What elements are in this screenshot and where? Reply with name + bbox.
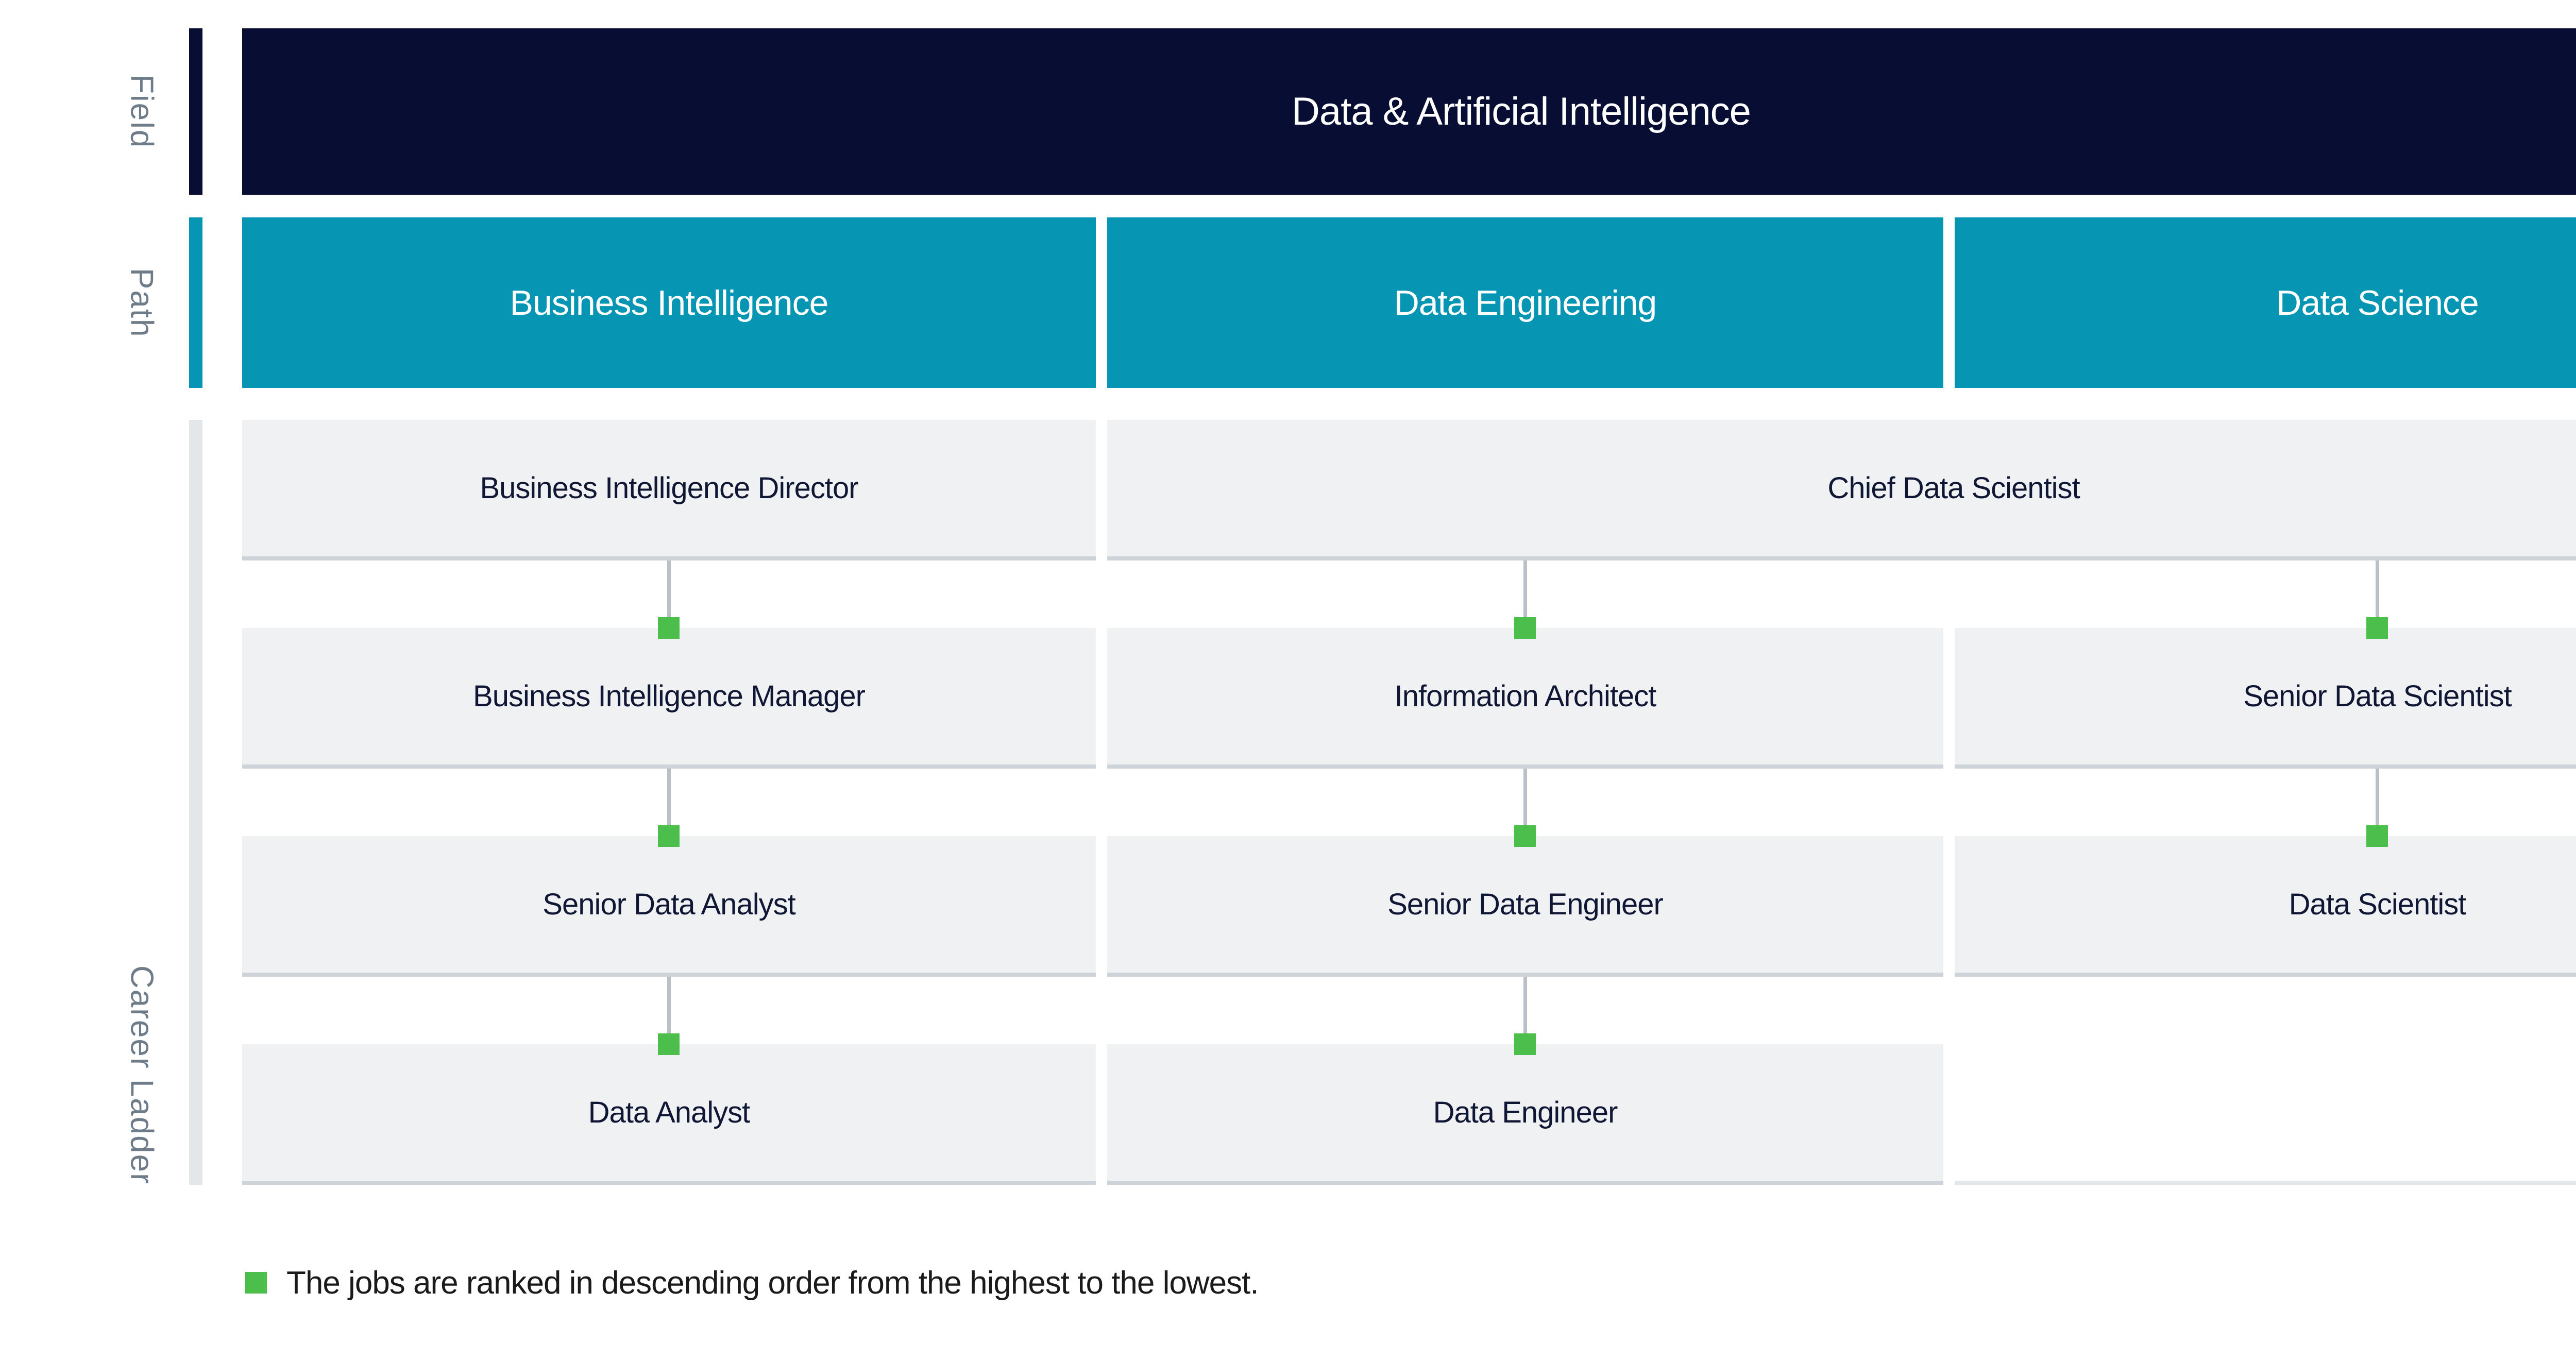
ladder-cell-data-scientist: Data Scientist (1955, 836, 2576, 977)
rank-marker (1514, 1033, 1536, 1055)
field-section-label: Field (124, 74, 160, 149)
path-section-bar (189, 217, 202, 388)
path-box-data-engineering: Data Engineering (1107, 217, 1943, 388)
connector-line (667, 560, 671, 617)
job-title: Senior Data Scientist (2243, 679, 2512, 713)
ladder-cell-chief-data-scientist: Chief Data Scientist (1107, 420, 2576, 560)
legend-text: The jobs are ranked in descending order … (286, 1265, 1259, 1301)
rank-marker (1514, 617, 1536, 639)
connector-line (2376, 560, 2379, 617)
path-section-label-wrap: Path (98, 217, 185, 388)
ladder-cell-data-engineer: Data Engineer (1107, 1044, 1943, 1185)
ladder-section-bar (189, 420, 202, 1185)
rank-marker (658, 825, 680, 847)
job-title: Business Intelligence Director (480, 471, 858, 505)
connector-line (1523, 769, 1527, 825)
ladder-cell-data-analyst: Data Analyst (242, 1044, 1096, 1185)
legend: The jobs are ranked in descending order … (245, 1265, 1259, 1301)
field-title-box: Data & Artificial Intelligence (242, 28, 2576, 195)
job-title: Data Analyst (588, 1096, 751, 1129)
rank-marker (2366, 825, 2388, 847)
rank-marker (658, 617, 680, 639)
connector-line (667, 769, 671, 825)
connector-line (2376, 769, 2379, 825)
legend-green-square-icon (245, 1272, 267, 1294)
connector-line (667, 977, 671, 1033)
path-box-label: Data Engineering (1394, 283, 1657, 322)
path-section-label: Path (124, 267, 160, 338)
job-title: Senior Data Analyst (543, 888, 795, 921)
rank-marker (658, 1033, 680, 1055)
field-section-bar (189, 28, 202, 195)
ladder-cell-senior-data-analyst: Senior Data Analyst (242, 836, 1096, 977)
field-title: Data & Artificial Intelligence (1292, 90, 1751, 133)
job-title: Data Engineer (1433, 1096, 1618, 1129)
empty-slot-baseline (1955, 1181, 2576, 1185)
job-title: Chief Data Scientist (1827, 471, 2080, 505)
connector-line (1523, 560, 1527, 617)
ladder-cell-business-intelligence-manager: Business Intelligence Manager (242, 628, 1096, 769)
job-title: Data Scientist (2289, 888, 2467, 921)
path-box-label: Data Science (2276, 283, 2479, 322)
job-title: Business Intelligence Manager (473, 679, 866, 713)
path-box-business-intelligence: Business Intelligence (242, 217, 1096, 388)
rank-marker (1514, 825, 1536, 847)
ladder-cell-business-intelligence-director: Business Intelligence Director (242, 420, 1096, 560)
job-title: Information Architect (1394, 679, 1657, 713)
career-ladder-section-label-wrap: Career Ladder (98, 420, 185, 1185)
field-section-label-wrap: Field (98, 28, 185, 195)
connector-line (1523, 977, 1527, 1033)
career-ladder-section-label: Career Ladder (124, 965, 160, 1185)
ladder-cell-senior-data-engineer: Senior Data Engineer (1107, 836, 1943, 977)
ladder-cell-senior-data-scientist: Senior Data Scientist (1955, 628, 2576, 769)
rank-marker (2366, 617, 2388, 639)
path-box-data-science: Data Science (1955, 217, 2576, 388)
ladder-cell-information-architect: Information Architect (1107, 628, 1943, 769)
path-box-label: Business Intelligence (510, 283, 829, 322)
job-title: Senior Data Engineer (1387, 888, 1664, 921)
